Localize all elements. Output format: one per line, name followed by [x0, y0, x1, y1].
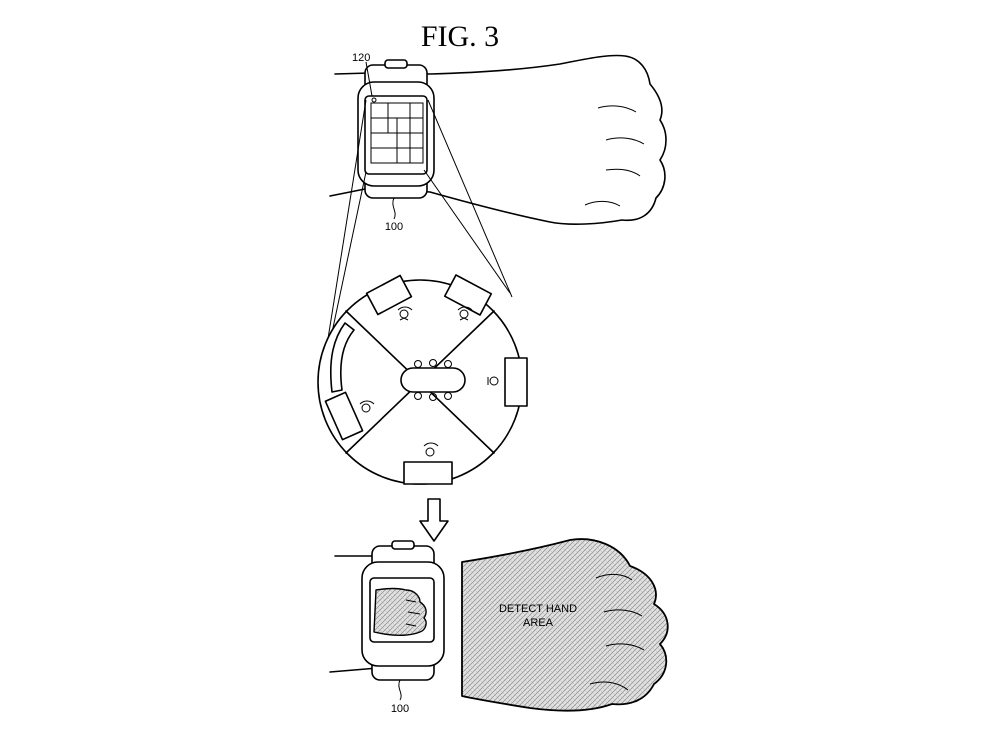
desk-top-left: [365, 274, 413, 321]
detect-hand-caption-line2: AREA: [523, 617, 554, 629]
top-watch: [357, 59, 435, 199]
top-hand-illustration: [329, 54, 667, 225]
desk-right: [487, 357, 528, 407]
bottom-hand-illustration: [329, 538, 669, 712]
desk-top-right: [443, 274, 493, 321]
screen-reference-label: 120: [352, 52, 370, 64]
conference-table: [400, 359, 466, 401]
detected-hand-area: [461, 538, 669, 712]
desk-bottom: [403, 442, 453, 485]
device-reference-label-top: 100: [385, 221, 403, 233]
figure-title: FIG. 3: [421, 20, 499, 53]
office-floor-plan: [317, 274, 528, 485]
bottom-watch: [361, 540, 445, 681]
down-arrow-icon: [419, 498, 449, 542]
desk-bottom-left: [324, 391, 375, 441]
watch-grid-screen: [370, 97, 424, 164]
projection-lines: [326, 99, 513, 346]
device-reference-label-bottom: 100: [391, 703, 409, 715]
detect-hand-caption-line1: DETECT HAND: [499, 603, 577, 615]
curved-bench-left: [329, 322, 355, 393]
watch-hand-preview: [373, 587, 427, 637]
